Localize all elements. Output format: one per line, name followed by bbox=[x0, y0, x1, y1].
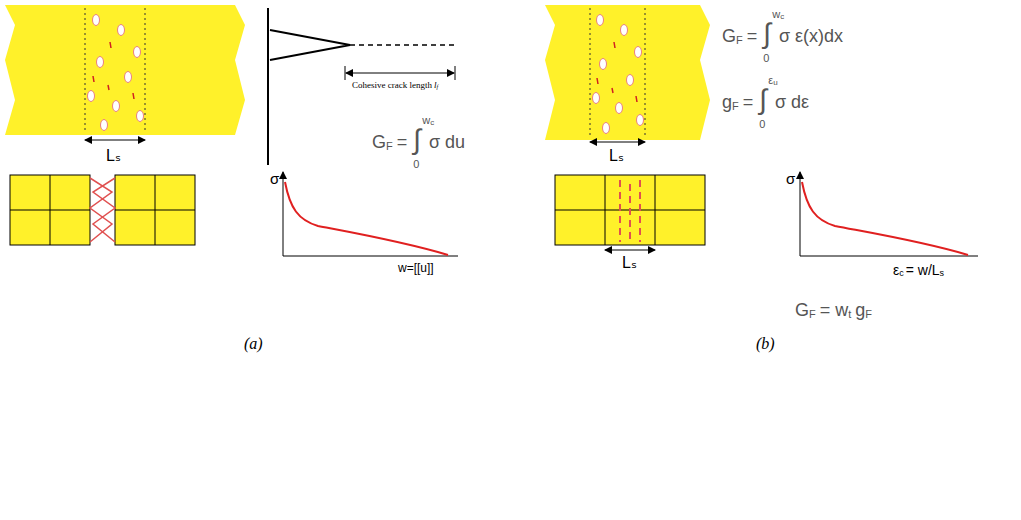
formula-text: c bbox=[780, 12, 784, 21]
dimension-label: Lₛ bbox=[622, 254, 637, 272]
axis-label: ε bbox=[893, 262, 899, 278]
dimension-arrow bbox=[85, 140, 145, 141]
formula-text: G bbox=[722, 26, 736, 47]
formula-text: F bbox=[732, 100, 739, 113]
axis bbox=[800, 256, 978, 257]
formula-text: G bbox=[372, 132, 386, 153]
axis-label: σ bbox=[270, 170, 279, 187]
dimension-tick bbox=[345, 66, 346, 80]
axis-label: σ bbox=[786, 170, 795, 187]
axis-label: = w/L bbox=[906, 262, 940, 278]
specimen-edge bbox=[267, 8, 269, 165]
dimension-arrow bbox=[590, 142, 645, 143]
axis bbox=[800, 172, 801, 256]
softening-curve bbox=[285, 182, 448, 255]
microcrack-marks bbox=[93, 42, 134, 99]
dimension-label: l bbox=[434, 80, 437, 90]
band-boundary bbox=[590, 8, 591, 137]
formula-text: w bbox=[772, 8, 780, 21]
formula-text: u bbox=[773, 78, 777, 87]
softening-curve bbox=[802, 182, 968, 255]
dimension-label: Cohesive crack length bbox=[352, 80, 432, 90]
element-mesh bbox=[555, 175, 705, 245]
dimension-arrow bbox=[346, 73, 454, 74]
dimension-label: f bbox=[437, 84, 439, 91]
smeared-crack bbox=[620, 180, 640, 242]
formula-text: ∫ bbox=[413, 124, 421, 156]
formula-text: ∫ bbox=[759, 84, 767, 116]
interface-crack bbox=[93, 178, 115, 242]
formula-text: σ ε(x)dx bbox=[779, 26, 843, 47]
formula-text: c bbox=[430, 118, 434, 127]
axis-label: c bbox=[899, 268, 904, 278]
formula-text: σ dε bbox=[775, 92, 809, 113]
material-region bbox=[545, 5, 710, 140]
crack-wedge bbox=[270, 30, 350, 60]
microcrack-marks bbox=[597, 42, 637, 102]
formula-text: G bbox=[795, 300, 809, 321]
formula-text: σ du bbox=[429, 132, 465, 153]
axis-label: w=[[u]] bbox=[398, 262, 434, 276]
band-boundary bbox=[145, 8, 146, 132]
cohesive-zone bbox=[350, 44, 455, 46]
formula-text: F bbox=[736, 34, 743, 47]
formula-text: 0 bbox=[413, 158, 419, 171]
formula-text: 0 bbox=[759, 118, 765, 131]
formula-text: = bbox=[743, 92, 754, 113]
formula-text: g bbox=[855, 300, 865, 321]
formula-text: F bbox=[809, 308, 816, 321]
axis bbox=[283, 172, 284, 256]
dimension-tick bbox=[455, 66, 456, 80]
formula-text: = w bbox=[820, 300, 849, 321]
dimension-arrow bbox=[605, 250, 655, 251]
dimension-label: Lₛ bbox=[106, 147, 121, 165]
axis bbox=[283, 256, 458, 257]
panel-label: (b) bbox=[756, 335, 775, 353]
formula-text: g bbox=[722, 92, 732, 113]
microcracks bbox=[593, 15, 644, 134]
axis-label: s bbox=[940, 268, 945, 278]
formula-text: 0 bbox=[763, 52, 769, 65]
formula-text: w bbox=[422, 114, 430, 127]
formula-text: ε bbox=[768, 74, 773, 87]
formula-text: = bbox=[747, 26, 758, 47]
formula-text: = bbox=[397, 132, 408, 153]
microcracks bbox=[88, 15, 144, 131]
material-region bbox=[5, 5, 245, 135]
formula-text: F bbox=[386, 140, 393, 153]
band-boundary bbox=[85, 8, 86, 132]
formula-text: t bbox=[848, 308, 851, 321]
panel-label: (a) bbox=[244, 335, 263, 353]
dimension-label: Lₛ bbox=[609, 147, 624, 165]
formula-text: ∫ bbox=[763, 18, 771, 50]
element-mesh bbox=[10, 175, 195, 245]
band-boundary bbox=[645, 8, 646, 137]
formula-text: F bbox=[865, 308, 872, 321]
